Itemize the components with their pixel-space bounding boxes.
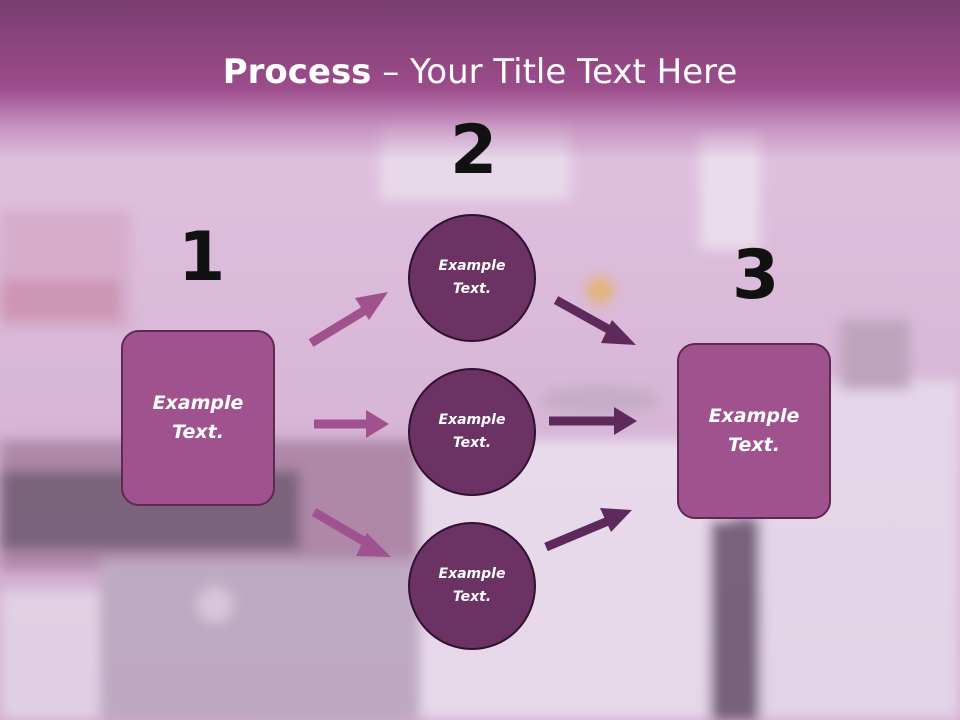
step-3-box[interactable]: Example Text.	[677, 343, 831, 519]
title-band	[0, 0, 960, 160]
step-2-circle-bottom[interactable]: Example Text.	[408, 522, 536, 650]
step-number-3: 3	[732, 236, 780, 315]
circle-top-label: Example Text.	[438, 258, 506, 297]
arrow-box1-to-circle2	[314, 410, 389, 438]
circle-middle-label: Example Text.	[438, 412, 506, 451]
arrow-circle2-to-box3	[549, 407, 637, 435]
step-1-box[interactable]: Example Text.	[121, 330, 275, 506]
circle-bottom-label: Example Text.	[438, 566, 506, 605]
step-3-box-label: Example Text.	[708, 405, 800, 456]
arrow-circle3-to-box3	[544, 508, 632, 552]
step-2-circle-top[interactable]: Example Text.	[408, 214, 536, 342]
slide-title-bold: Process	[222, 52, 372, 92]
slide-title: Process – Your Title Text Here	[0, 52, 960, 92]
slide-title-rest: – Your Title Text Here	[371, 52, 738, 92]
arrow-box1-to-circle1	[308, 292, 388, 347]
step-2-circle-middle[interactable]: Example Text.	[408, 368, 536, 496]
arrow-box1-to-circle3	[311, 508, 391, 557]
arrow-circle1-to-box3	[553, 296, 636, 345]
step-number-1: 1	[178, 218, 226, 297]
step-number-2: 2	[450, 111, 498, 190]
step-1-box-label: Example Text.	[152, 392, 244, 443]
